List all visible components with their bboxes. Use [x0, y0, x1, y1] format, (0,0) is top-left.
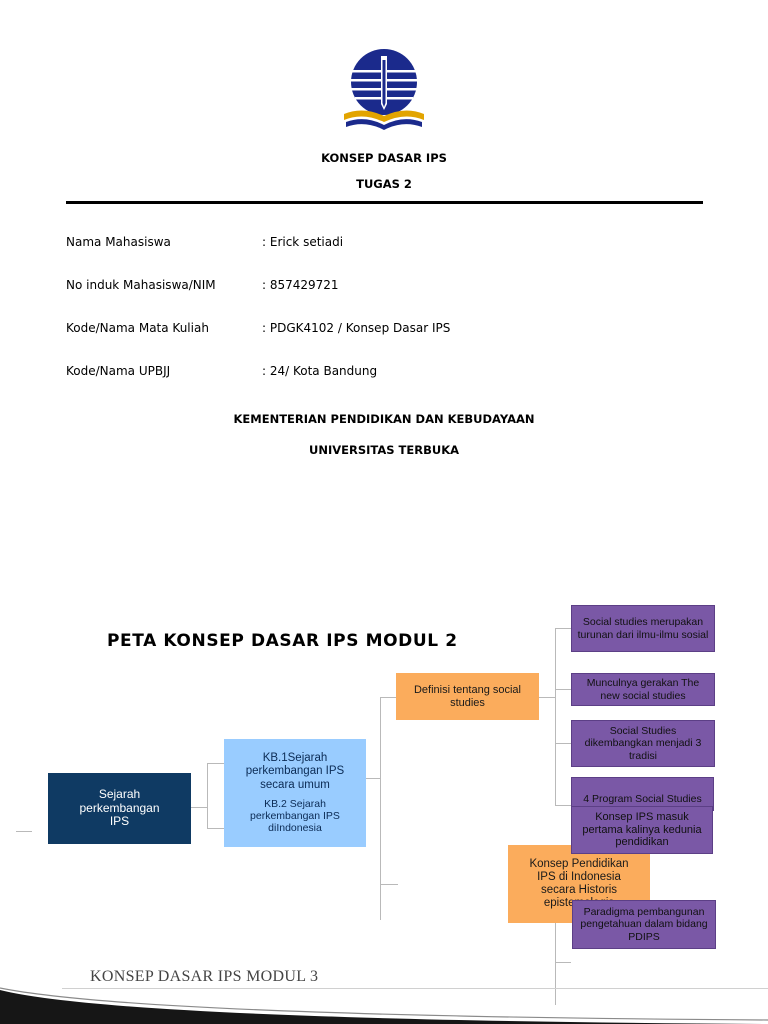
connector-leaf-2 — [555, 689, 571, 690]
connector-leaf-3 — [555, 743, 571, 744]
connector-definisi — [380, 697, 396, 698]
footer-divider — [62, 988, 768, 989]
leaf-label-4: 4 Program Social Studies — [583, 793, 702, 805]
connector-kb-vertical — [207, 763, 208, 829]
leaf-label-2: Munculnya gerakan The new social studies — [586, 677, 700, 702]
definisi-label: Definisi tentang social studies — [413, 683, 521, 709]
upbjj-label: Kode/Nama UPBJJ — [66, 364, 171, 378]
connector-leaf-4 — [555, 805, 571, 806]
connector-kb1 — [207, 763, 224, 764]
leaf-node-4: 4 Program Social Studies — [571, 777, 714, 811]
leaf-node-3: Social Studies dikembangkan menjadi 3 tr… — [571, 720, 715, 767]
ministry-name: KEMENTERIAN PENDIDIKAN DAN KEBUDAYAAN — [233, 412, 535, 426]
kb2-label: KB.2 Sejarah perkembangan IPS diIndonesi… — [250, 797, 340, 834]
leaf-node-1: Social studies merupakan turunan dari il… — [571, 605, 715, 652]
assignment-title: TUGAS 2 — [356, 177, 412, 191]
upbjj-value: : 24/ Kota Bandung — [262, 364, 378, 378]
kb-node: KB.1Sejarah perkembangan IPS secara umum… — [224, 739, 366, 847]
leaf-label-1: Social studies merupakan turunan dari il… — [577, 616, 709, 641]
connector-leaf-6 — [555, 962, 571, 963]
connector-leaf-1 — [555, 628, 571, 629]
connector-trunk-bottom — [555, 910, 556, 1005]
leaf-label-6: Paradigma pembangunan pengetahuan dalam … — [580, 906, 708, 943]
student-nim-value: : 857429721 — [262, 278, 339, 292]
connector-trunk-left — [380, 697, 381, 920]
concept-map-title: PETA KONSEP DASAR IPS MODUL 2 — [107, 631, 458, 651]
leaf-node-6: Paradigma pembangunan pengetahuan dalam … — [572, 900, 716, 949]
connector-root-kb — [191, 807, 207, 808]
leaf-node-2: Munculnya gerakan The new social studies — [571, 673, 715, 706]
student-name-value: : Erick setiadi — [262, 235, 344, 249]
course-title: KONSEP DASAR IPS — [321, 151, 447, 165]
connector-trunk-right — [555, 628, 556, 806]
kb1-label: KB.1Sejarah perkembangan IPS secara umum — [245, 752, 345, 791]
course-code-value: : PDGK4102 / Konsep Dasar IPS — [262, 321, 451, 335]
university-name: UNIVERSITAS TERBUKA — [308, 443, 460, 457]
connector-lower — [380, 884, 398, 885]
leaf-node-5: Konsep IPS masuk pertama kalinya kedunia… — [571, 806, 713, 854]
header-divider — [66, 201, 703, 204]
course-code-label: Kode/Nama Mata Kuliah — [66, 321, 209, 335]
definisi-node: Definisi tentang social studies — [396, 673, 539, 720]
student-nim-label: No induk Mahasiswa/NIM — [66, 278, 216, 292]
student-name-label: Nama Mahasiswa — [66, 235, 171, 249]
root-node-label: Sejarah perkembangan IPS — [79, 786, 160, 829]
connector-definisi-right — [539, 697, 555, 698]
next-module-title: KONSEP DASAR IPS MODUL 3 — [90, 968, 319, 985]
root-node: Sejarah perkembangan IPS — [48, 773, 191, 844]
connector-kb-definisi — [366, 778, 380, 779]
leaf-label-3: Social Studies dikembangkan menjadi 3 tr… — [584, 725, 702, 762]
footer-swoosh — [0, 987, 768, 1024]
leaf-label-5: Konsep IPS masuk pertama kalinya kedunia… — [582, 811, 702, 849]
university-logo — [344, 49, 424, 130]
connector-kb2 — [207, 828, 224, 829]
connector-stub — [16, 831, 32, 832]
